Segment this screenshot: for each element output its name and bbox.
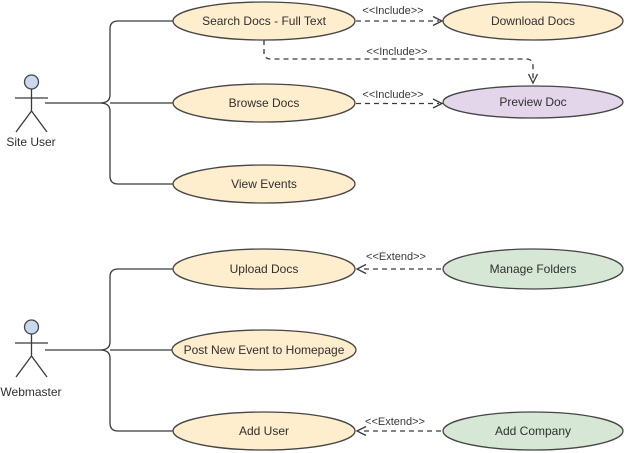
usecase-ellipse (172, 164, 356, 204)
usecase-search-docs: Search Docs - Full Text (172, 1, 356, 41)
usecase-ellipse (172, 83, 356, 123)
usecase-add-user: Add User (172, 411, 356, 451)
usecase-label: Browse Docs (229, 96, 300, 110)
usecase-label: Search Docs - Full Text (202, 14, 326, 28)
open-arrowhead-icon (355, 263, 367, 275)
usecase-label: Upload Docs (230, 262, 299, 276)
include-label: <<Include>> (362, 89, 423, 101)
usecase-label: Preview Doc (499, 95, 566, 109)
association-site-user (45, 20, 173, 185)
usecase-preview-doc: Preview Doc (442, 85, 624, 119)
usecase-post-new-event: Post New Event to Homepage (171, 329, 357, 371)
open-arrowhead-icon (432, 98, 444, 109)
include-label: <<Include>> (366, 46, 427, 58)
usecase-label: View Events (231, 177, 297, 191)
actor-body-icon (15, 334, 48, 378)
usecase-label: Add Company (495, 424, 571, 438)
actor-webmaster: Webmaster (0, 319, 62, 399)
usecase-download-docs: Download Docs (442, 1, 624, 41)
extend-arrow-manage-to-upload: <<Extend>> (355, 251, 441, 275)
include-arrow-search-to-preview: <<Include>> (263, 40, 539, 85)
usecase-ellipse (442, 411, 624, 451)
actor-site-user: Site User (6, 74, 56, 149)
include-label: <<Include>> (362, 5, 423, 17)
actor-webmaster-label: Webmaster (0, 385, 61, 399)
open-arrowhead-icon (432, 15, 444, 27)
usecase-manage-folders: Manage Folders (442, 248, 624, 290)
brace-connector (99, 20, 119, 185)
usecase-ellipse (171, 329, 357, 371)
include-arrow-browse-to-preview: <<Include>> (356, 89, 444, 109)
brace-connector (99, 268, 119, 432)
usecase-ellipse (442, 248, 624, 290)
open-arrowhead-icon (355, 425, 367, 437)
usecase-label: Post New Event to Homepage (184, 343, 345, 357)
extend-label: <<Extend>> (366, 251, 426, 263)
open-arrowhead-icon (527, 73, 539, 85)
extend-label: <<Extend>> (365, 416, 425, 428)
association-webmaster (45, 268, 173, 432)
usecase-ellipse (172, 411, 356, 451)
include-arrow-search-to-download: <<Include>> (356, 5, 444, 27)
actor-head-icon (23, 319, 40, 335)
extend-arrow-company-to-user: <<Extend>> (355, 416, 441, 437)
usecase-view-events: View Events (172, 164, 356, 204)
actor-body-icon (15, 89, 48, 133)
usecase-label: Manage Folders (490, 262, 577, 276)
usecase-browse-docs: Browse Docs (172, 83, 356, 123)
usecase-upload-docs: Upload Docs (172, 248, 356, 290)
usecase-ellipse (172, 248, 356, 290)
usecase-add-company: Add Company (442, 411, 624, 451)
actor-site-user-label: Site User (6, 135, 55, 149)
usecase-ellipse (442, 85, 624, 119)
actor-head-icon (23, 74, 40, 90)
usecase-label: Add User (239, 424, 289, 438)
usecase-label: Download Docs (491, 14, 575, 28)
